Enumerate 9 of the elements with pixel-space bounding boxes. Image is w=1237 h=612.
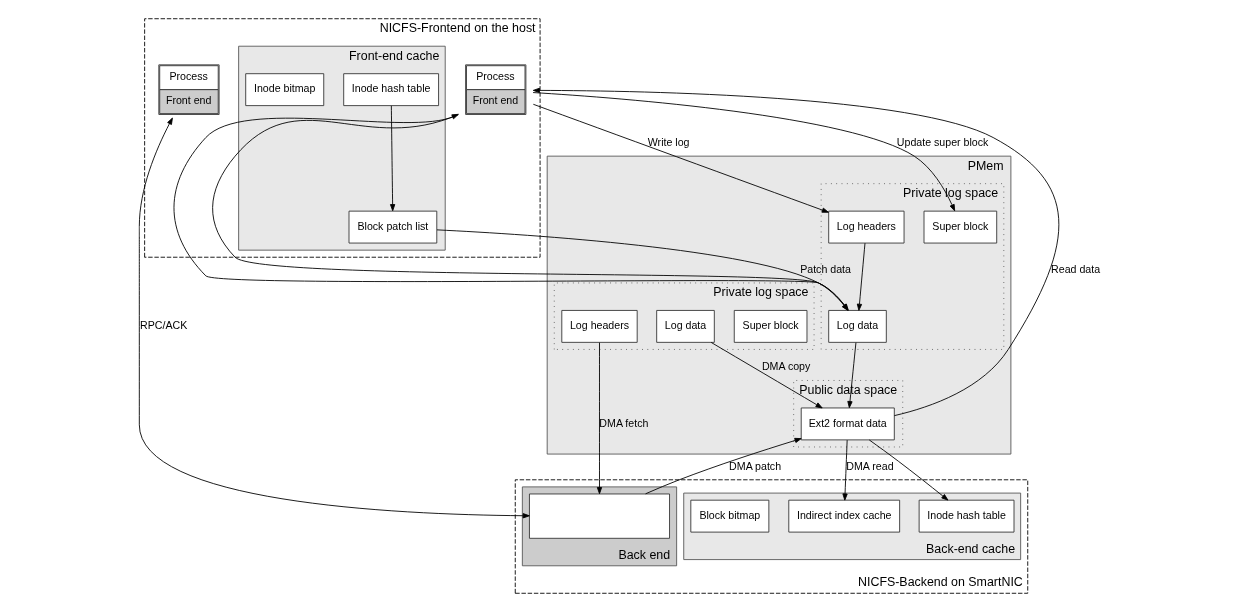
edge-label: DMA patch (728, 459, 781, 472)
edge-label: DMA read (845, 459, 894, 472)
edge-label: Write log (647, 136, 690, 149)
edge-label: Patch data (799, 262, 851, 275)
edge-label: DMA copy (761, 360, 810, 373)
edge-label: Read data (1050, 262, 1100, 275)
edge-label: Update super block (896, 136, 988, 149)
edge-label: DMA fetch (598, 416, 648, 429)
edge-label: RPC/ACK (139, 319, 187, 332)
